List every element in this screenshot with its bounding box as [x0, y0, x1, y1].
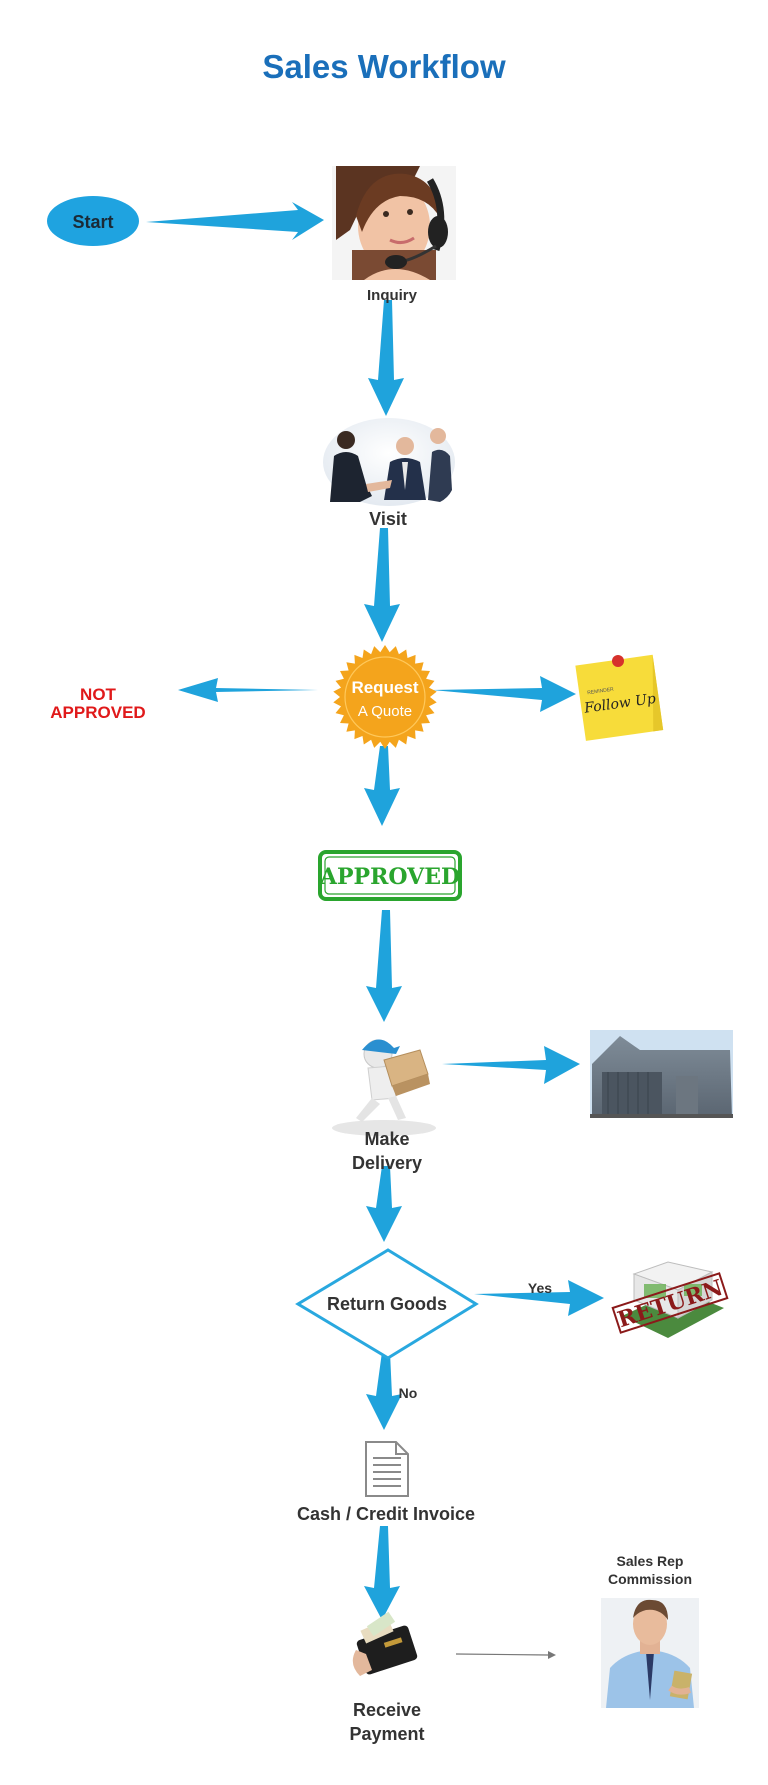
arrow-inquiry-to-visit	[368, 300, 404, 416]
visit-label: Visit	[369, 509, 407, 529]
call-center-agent-image	[332, 166, 456, 280]
return-goods-decision	[295, 1248, 479, 1360]
start-label: Start	[72, 212, 113, 232]
sales-rep-image	[601, 1598, 699, 1708]
arrow-return-goods-to-invoice-no	[366, 1352, 402, 1430]
arrow-start-to-inquiry	[146, 202, 324, 240]
receive-payment-line2: Payment	[349, 1724, 424, 1744]
make-delivery-line2: Delivery	[352, 1153, 422, 1173]
arrow-approved-to-delivery	[366, 910, 402, 1022]
seal-ring	[344, 656, 426, 738]
not-approved-line1: NOT	[80, 685, 117, 704]
return-goods-label: Return Goods	[327, 1294, 447, 1314]
business-handshake-image	[323, 418, 455, 506]
document-icon	[365, 1441, 409, 1497]
arrow-return-goods-to-return-yes	[474, 1280, 604, 1316]
delivery-man-icon	[332, 1039, 436, 1136]
pushpin-icon	[612, 655, 624, 667]
edge-label-yes: Yes	[528, 1280, 552, 1296]
not-approved-line2: APPROVED	[50, 703, 145, 722]
arrow-payment-to-sales-rep	[455, 1653, 549, 1656]
arrow-invoice-to-payment	[364, 1526, 400, 1620]
sales-rep-label-line2: Commission	[608, 1571, 692, 1587]
receive-payment-line1: Receive	[353, 1700, 421, 1720]
approved-stamp	[318, 850, 462, 901]
return-pallet-image: RETURN	[611, 1261, 729, 1338]
arrow-request-to-not-approved	[178, 678, 318, 702]
invoice-label: Cash / Credit Invoice	[297, 1504, 475, 1524]
inquiry-label: Inquiry	[367, 287, 418, 304]
wallet-icon	[352, 1611, 418, 1676]
request-label-line1: Request	[351, 678, 418, 697]
request-quote-seal	[333, 645, 437, 749]
make-delivery-line1: Make	[364, 1129, 409, 1149]
follow-up-sticky-note: REMINDER Follow Up	[575, 654, 664, 741]
request-label-line2: A Quote	[358, 703, 412, 720]
approved-label: APPROVED	[319, 864, 460, 890]
arrow-visit-to-request	[364, 528, 400, 642]
arrow-delivery-to-return-goods	[366, 1166, 402, 1242]
start-node	[47, 196, 139, 246]
arrow-payment-to-sales-rep-head	[548, 1651, 556, 1659]
arrow-delivery-to-warehouse	[442, 1046, 580, 1084]
arrow-request-to-approved	[364, 746, 400, 826]
arrow-request-to-follow-up	[432, 676, 576, 712]
edge-label-no: No	[399, 1385, 418, 1401]
warehouse-image	[590, 1030, 733, 1118]
follow-up-small-text: REMINDER	[587, 687, 615, 697]
sales-rep-label-line1: Sales Rep	[617, 1553, 684, 1569]
page-title: Sales Workflow	[262, 48, 506, 85]
